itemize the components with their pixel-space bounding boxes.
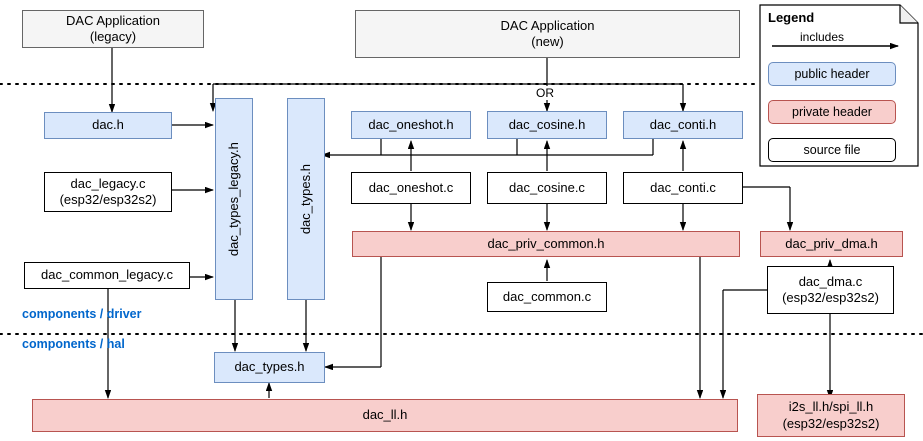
- node-dac-priv-dma-h[interactable]: dac_priv_dma.h: [760, 231, 903, 257]
- app-new-line2: (new): [531, 34, 564, 49]
- legend-includes-label: includes: [800, 30, 845, 44]
- node-dac-cosine-c[interactable]: dac_cosine.c: [487, 172, 607, 204]
- or-label: OR: [533, 86, 557, 100]
- node-dac-conti-h[interactable]: dac_conti.h: [623, 111, 743, 139]
- legend-private-header: private header: [768, 100, 896, 124]
- label-components-hal: components / hal: [22, 337, 125, 351]
- legend-title: Legend: [768, 10, 815, 25]
- node-dac-dma-c[interactable]: dac_dma.c (esp32/esp32s2): [767, 266, 894, 314]
- dac-legacy-c-line1: dac_legacy.c: [70, 175, 146, 191]
- i2s-ll-h-line2: (esp32/esp32s2): [782, 415, 880, 431]
- node-dac-ll-h[interactable]: dac_ll.h: [32, 399, 738, 432]
- dac-dma-c-line1: dac_dma.c: [798, 273, 863, 289]
- app-legacy-line2: (legacy): [89, 29, 137, 44]
- dac-types-legacy-h-label: dac_types_legacy.h: [225, 142, 241, 256]
- node-dac-application-new[interactable]: DAC Application (new): [355, 10, 740, 58]
- i2s-ll-h-line1: i2s_ll.h/spi_ll.h: [788, 399, 874, 415]
- node-dac-cosine-h[interactable]: dac_cosine.h: [487, 111, 607, 139]
- dac-dma-c-line2: (esp32/esp32s2): [782, 290, 879, 305]
- node-dac-common-c[interactable]: dac_common.c: [487, 282, 607, 312]
- app-legacy-line1: DAC Application: [66, 12, 160, 28]
- node-dac-application-legacy[interactable]: DAC Application (legacy): [22, 10, 204, 48]
- node-dac-h[interactable]: dac.h: [44, 112, 172, 139]
- legend-public-header: public header: [768, 62, 896, 86]
- node-i2s-ll-h[interactable]: i2s_ll.h/spi_ll.h (esp32/esp32s2): [757, 394, 905, 437]
- app-new-line1: DAC Application: [500, 17, 595, 33]
- node-dac-types-h-hal[interactable]: dac_types.h: [214, 352, 325, 383]
- label-components-driver: components / driver: [22, 307, 142, 321]
- legend-source-file: source file: [768, 138, 896, 162]
- dac-types-h-driver-label: dac_types.h: [297, 163, 313, 235]
- node-dac-types-h-driver[interactable]: dac_types.h: [287, 98, 325, 300]
- node-dac-oneshot-c[interactable]: dac_oneshot.c: [351, 172, 471, 204]
- node-dac-conti-c[interactable]: dac_conti.c: [623, 172, 743, 204]
- node-dac-legacy-c[interactable]: dac_legacy.c (esp32/esp32s2): [44, 172, 172, 212]
- dac-legacy-c-line2: (esp32/esp32s2): [59, 192, 157, 207]
- node-dac-common-legacy-c[interactable]: dac_common_legacy.c: [24, 262, 190, 289]
- node-dac-types-legacy-h[interactable]: dac_types_legacy.h: [215, 98, 253, 300]
- node-dac-priv-common-h[interactable]: dac_priv_common.h: [352, 231, 740, 257]
- node-dac-oneshot-h[interactable]: dac_oneshot.h: [351, 111, 471, 139]
